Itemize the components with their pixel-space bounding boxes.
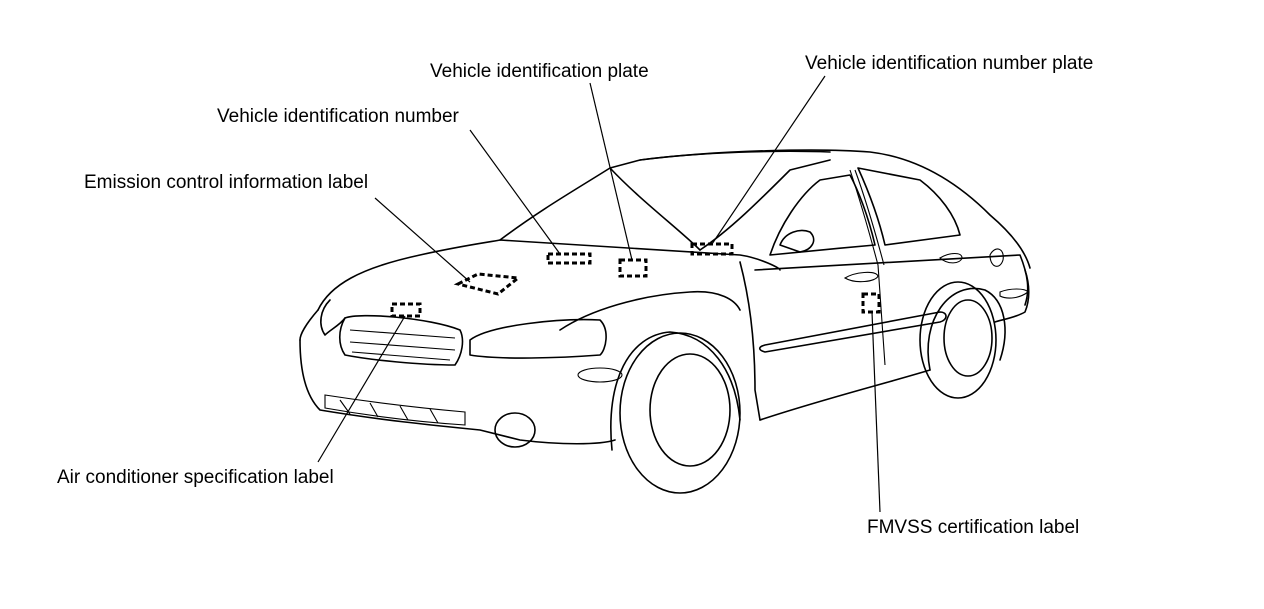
- vehicle-identification-plate-label: Vehicle identification plate: [430, 61, 649, 82]
- fmvss-label-spot: [861, 292, 881, 314]
- leader-vin-number-plate: [711, 75, 826, 245]
- leader-fmvss: [871, 311, 881, 513]
- vin-plate-spot: [618, 258, 648, 278]
- vehicle-identification-number-label: Vehicle identification number: [217, 106, 459, 127]
- air-conditioner-specification-label: Air conditioner specification label: [57, 467, 334, 488]
- leader-vin-plate: [589, 82, 633, 261]
- leader-lines: [317, 75, 881, 513]
- vin-spot: [546, 252, 592, 265]
- label-spots: [390, 242, 881, 318]
- leader-emission: [374, 197, 471, 283]
- emission-control-information-label: Emission control information label: [84, 172, 369, 193]
- emission-label-spot: [453, 272, 522, 296]
- fmvss-certification-label: FMVSS certification label: [867, 517, 1080, 538]
- vehicle-identification-number-plate-label: Vehicle identification number plate: [805, 53, 1094, 74]
- leader-vin: [469, 129, 561, 255]
- leader-air-conditioner: [317, 315, 406, 463]
- car-body: [299, 149, 1031, 494]
- ac-label-spot: [390, 302, 422, 318]
